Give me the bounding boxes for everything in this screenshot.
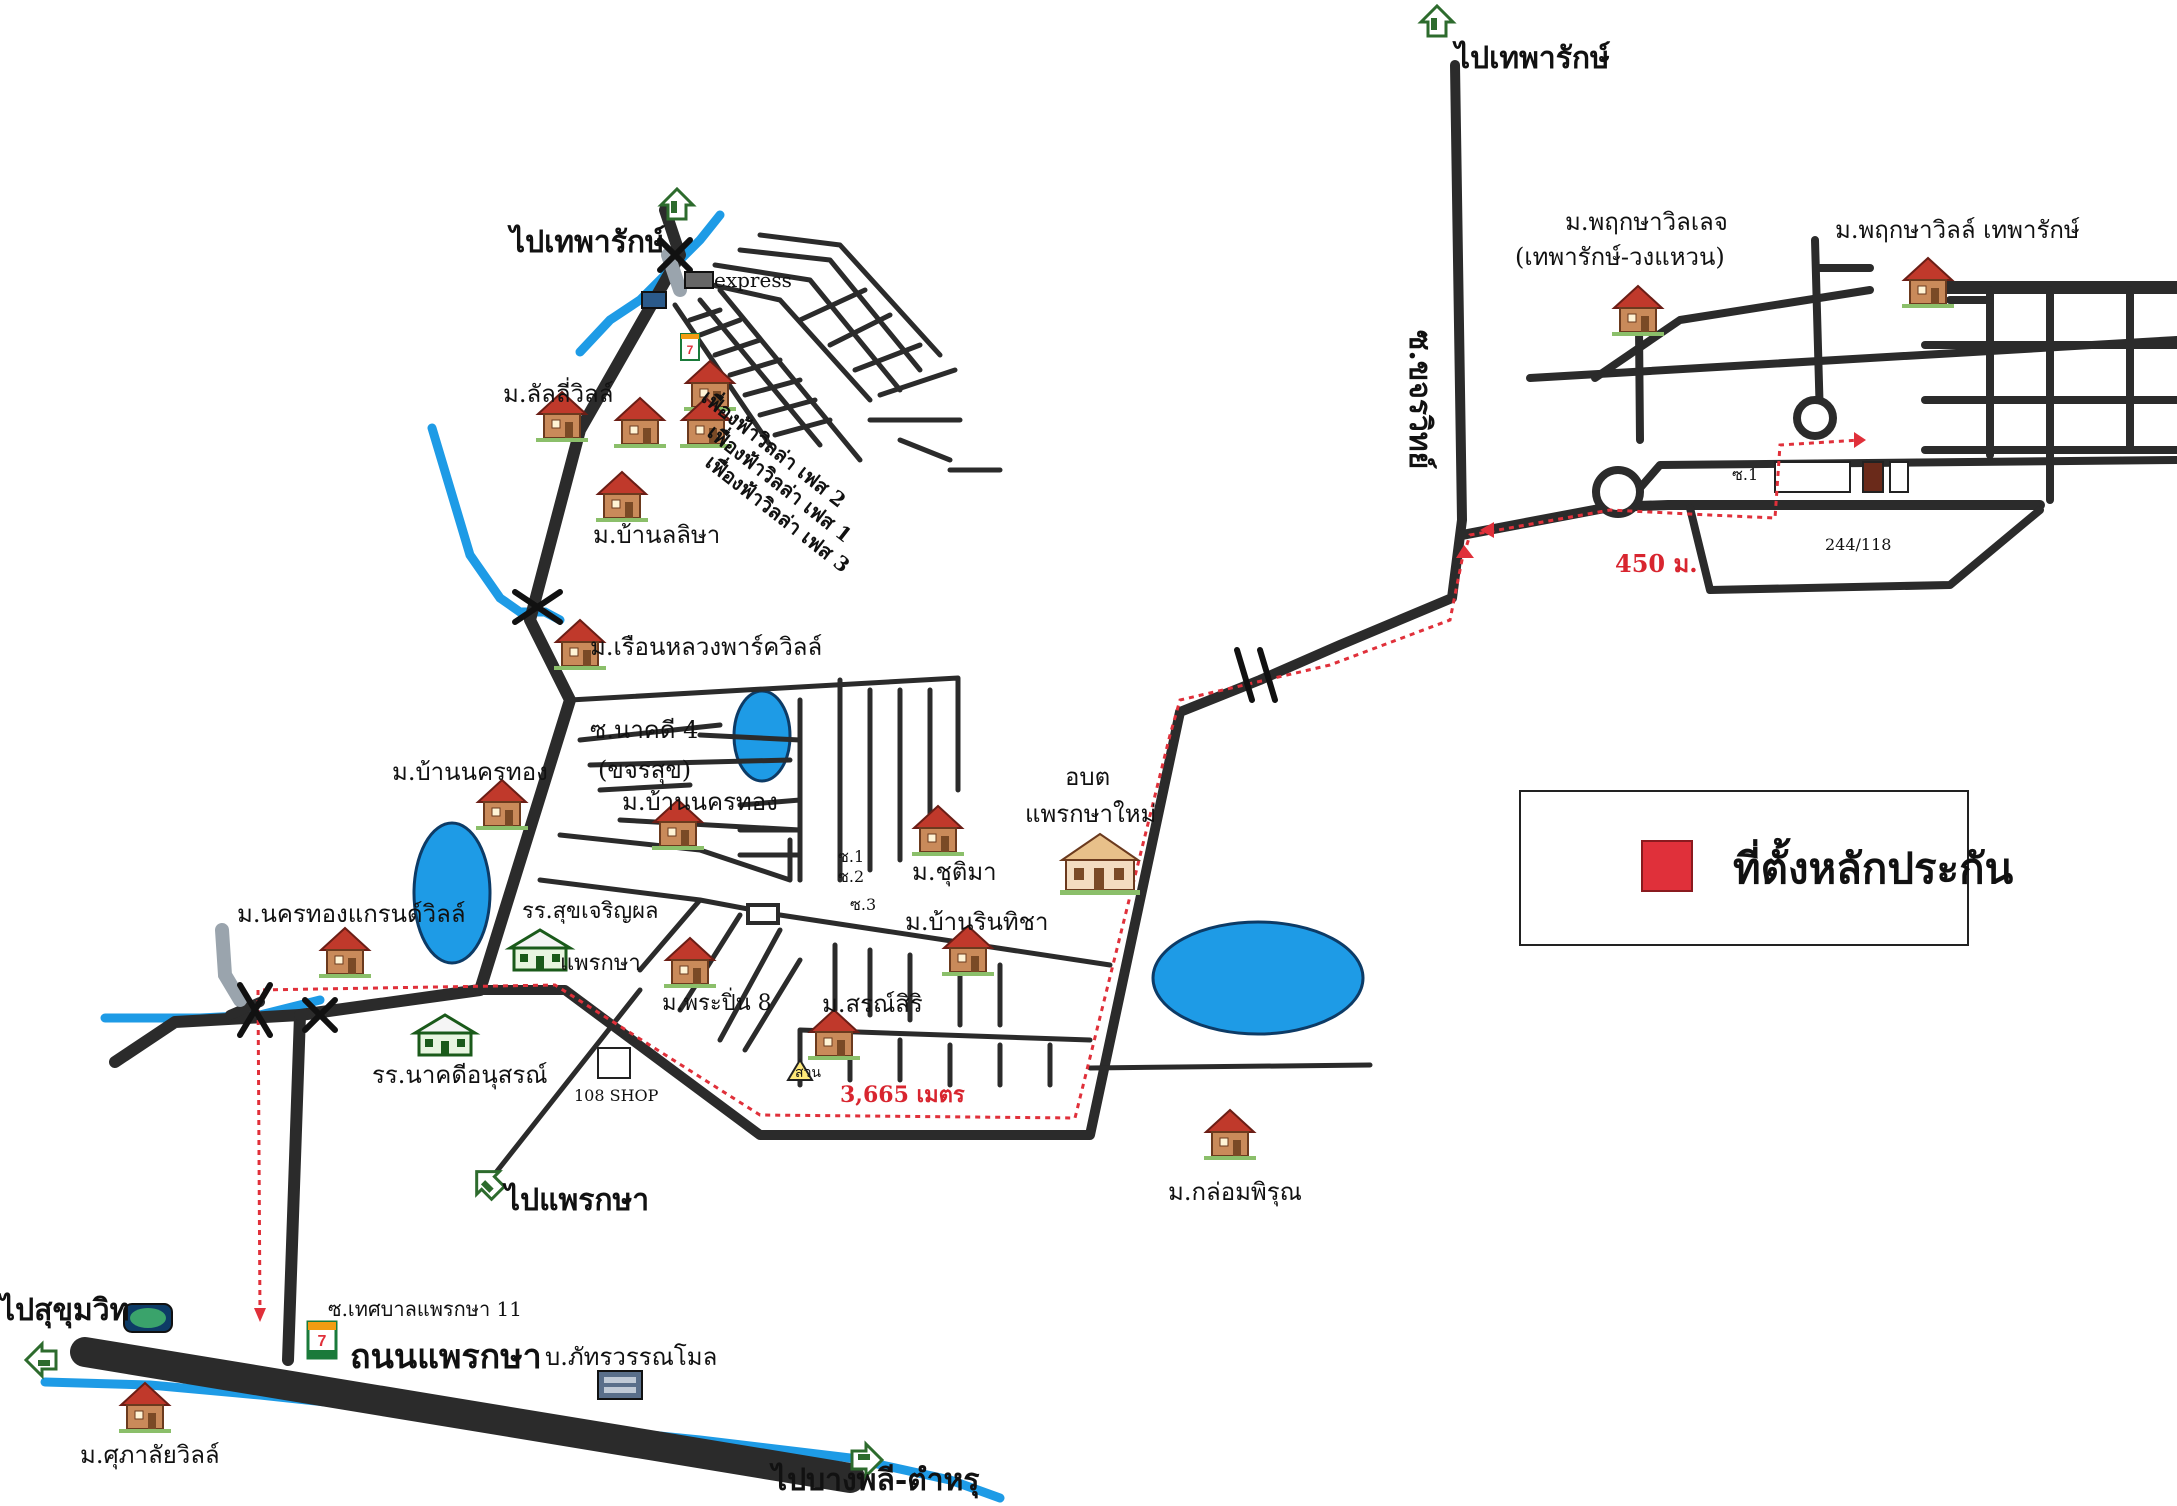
bridge-icon [237, 237, 1278, 1038]
label-phrapin-8: ม.พระปิ่น 8 [662, 987, 772, 1016]
house-icon [663, 937, 717, 989]
legend: ที่ตั้งหลักประกัน [1519, 790, 2013, 946]
label-soi-nakhadi-4: ซ.นาคดี 4 [590, 716, 698, 744]
park-icon [786, 1058, 814, 1081]
label-phattharawan: บ.ภัทรวรรณโมล [545, 1343, 717, 1371]
label-soi-3: ซ.3 [850, 895, 876, 914]
label-pruksa-ville-theparak: ม.พฤกษาวิลล์ เทพารักษ์ [1835, 216, 2080, 244]
house-icon [613, 397, 667, 449]
mall-icon [597, 1370, 643, 1400]
house-icon [318, 927, 372, 979]
house-icon [595, 471, 649, 523]
label-klomphirun: ม.กล่อมพิรุณ [1168, 1178, 1302, 1207]
label-lilly-ville: ม.ลัลลี่วิลล์ [503, 377, 613, 408]
label-park: สวน [795, 1065, 821, 1081]
label-rinthicha: ม.บ้านรินทิชา [905, 908, 1048, 936]
label-to-phraeksa: ไปแพรกษา [502, 1182, 649, 1218]
label-obt-sub: แพรกษาใหม่ [1025, 800, 1156, 828]
government-building-icon [1058, 832, 1142, 895]
road-network [70, 60, 2177, 1493]
label-baan-nakhonthong-left: ม.บ้านนครทอง [392, 758, 548, 786]
gas-station-icon [641, 291, 667, 309]
shop-icon [597, 1047, 631, 1079]
express-store-icon [684, 271, 714, 289]
direction-arrow-icon [1419, 4, 1455, 38]
label-soi-khajornwit: ซ.ขจรวิทย์ [1402, 330, 1437, 469]
collateral-marker-icon [1862, 461, 1884, 493]
label-road-phraeksa: ถนนแพรกษา [350, 1337, 542, 1377]
label-nakhonthong-grand: ม.นครทองแกรนด์วิลล์ [237, 900, 466, 928]
direction-arrow-icon [24, 1342, 58, 1378]
label-suchima: ม.ชุติมา [912, 858, 997, 887]
label-school-suk-sub: แพรกษา [560, 951, 641, 976]
pond [1151, 920, 1365, 1036]
label-ruenluang: ม.เรือนหลวงพาร์ควิลล์ [590, 633, 822, 661]
house-icon [1901, 257, 1955, 309]
label-to-bangphli: ไปบางพลี-ตำหรุ [769, 1462, 980, 1499]
label-suphalai: ม.ศุภาลัยวิลล์ [80, 1441, 220, 1470]
label-to-sukhumvit: ไปสุขุมวิท [0, 1292, 129, 1329]
label-soi-2: ซ.2 [838, 867, 864, 886]
house-icon [1203, 1109, 1257, 1161]
label-school-suk: รร.สุขเจริญผล [522, 899, 658, 924]
svg-text:7: 7 [318, 1333, 327, 1350]
label-obt: อบต [1065, 763, 1110, 791]
main-road [70, 1337, 865, 1493]
gas-station-icon [123, 1303, 173, 1333]
label-express: express [714, 268, 792, 292]
house-icon [475, 779, 529, 831]
svg-text:7: 7 [687, 343, 694, 357]
label-108-shop: 108 SHOP [574, 1086, 659, 1105]
label-distance-3665: 3,665 เมตร [840, 1082, 965, 1108]
label-pruksa-villej: ม.พฤกษาวิลเลจ [1565, 208, 1728, 236]
label-soi-1-east: ซ.1 [1732, 465, 1758, 484]
legend-swatch [1641, 840, 1693, 892]
legend-label: ที่ตั้งหลักประกัน [1733, 844, 2014, 893]
seven-eleven-icon: 7 [306, 1320, 338, 1360]
label-sornsiri: ม.สรณ์สิริ [822, 990, 923, 1018]
route-line [256, 438, 1861, 1316]
label-soi-tesaban-11: ซ.เทศบาลแพรกษา 11 [328, 1297, 522, 1321]
seven-eleven-icon: 7 [680, 333, 700, 361]
school-icon [413, 1013, 477, 1057]
label-distance-450: 450 ม. [1615, 549, 1698, 578]
house-icon [911, 805, 965, 857]
label-soi-1: ซ.1 [838, 847, 864, 866]
house-icon [1611, 285, 1665, 337]
label-pruksa-villej-sub: (เทพารักษ์-วงแหวน) [1515, 243, 1725, 271]
label-school-nakhadi: รร.นาคดีอนุสรณ์ [372, 1061, 548, 1090]
label-to-theparak-top: ไปเทพารักษ์ [1452, 40, 1611, 76]
pond [412, 821, 492, 965]
label-house-number: 244/118 [1825, 535, 1891, 554]
label-khajornsuk: (ขจรสุข) [598, 756, 691, 785]
label-baan-nakhonthong-mid: ม.บ้านนครทอง [622, 788, 778, 816]
label-baan-lalita: ม.บ้านลลิษา [593, 521, 720, 549]
label-to-theparak-left: ไปเทพารักษ์ [507, 224, 666, 260]
